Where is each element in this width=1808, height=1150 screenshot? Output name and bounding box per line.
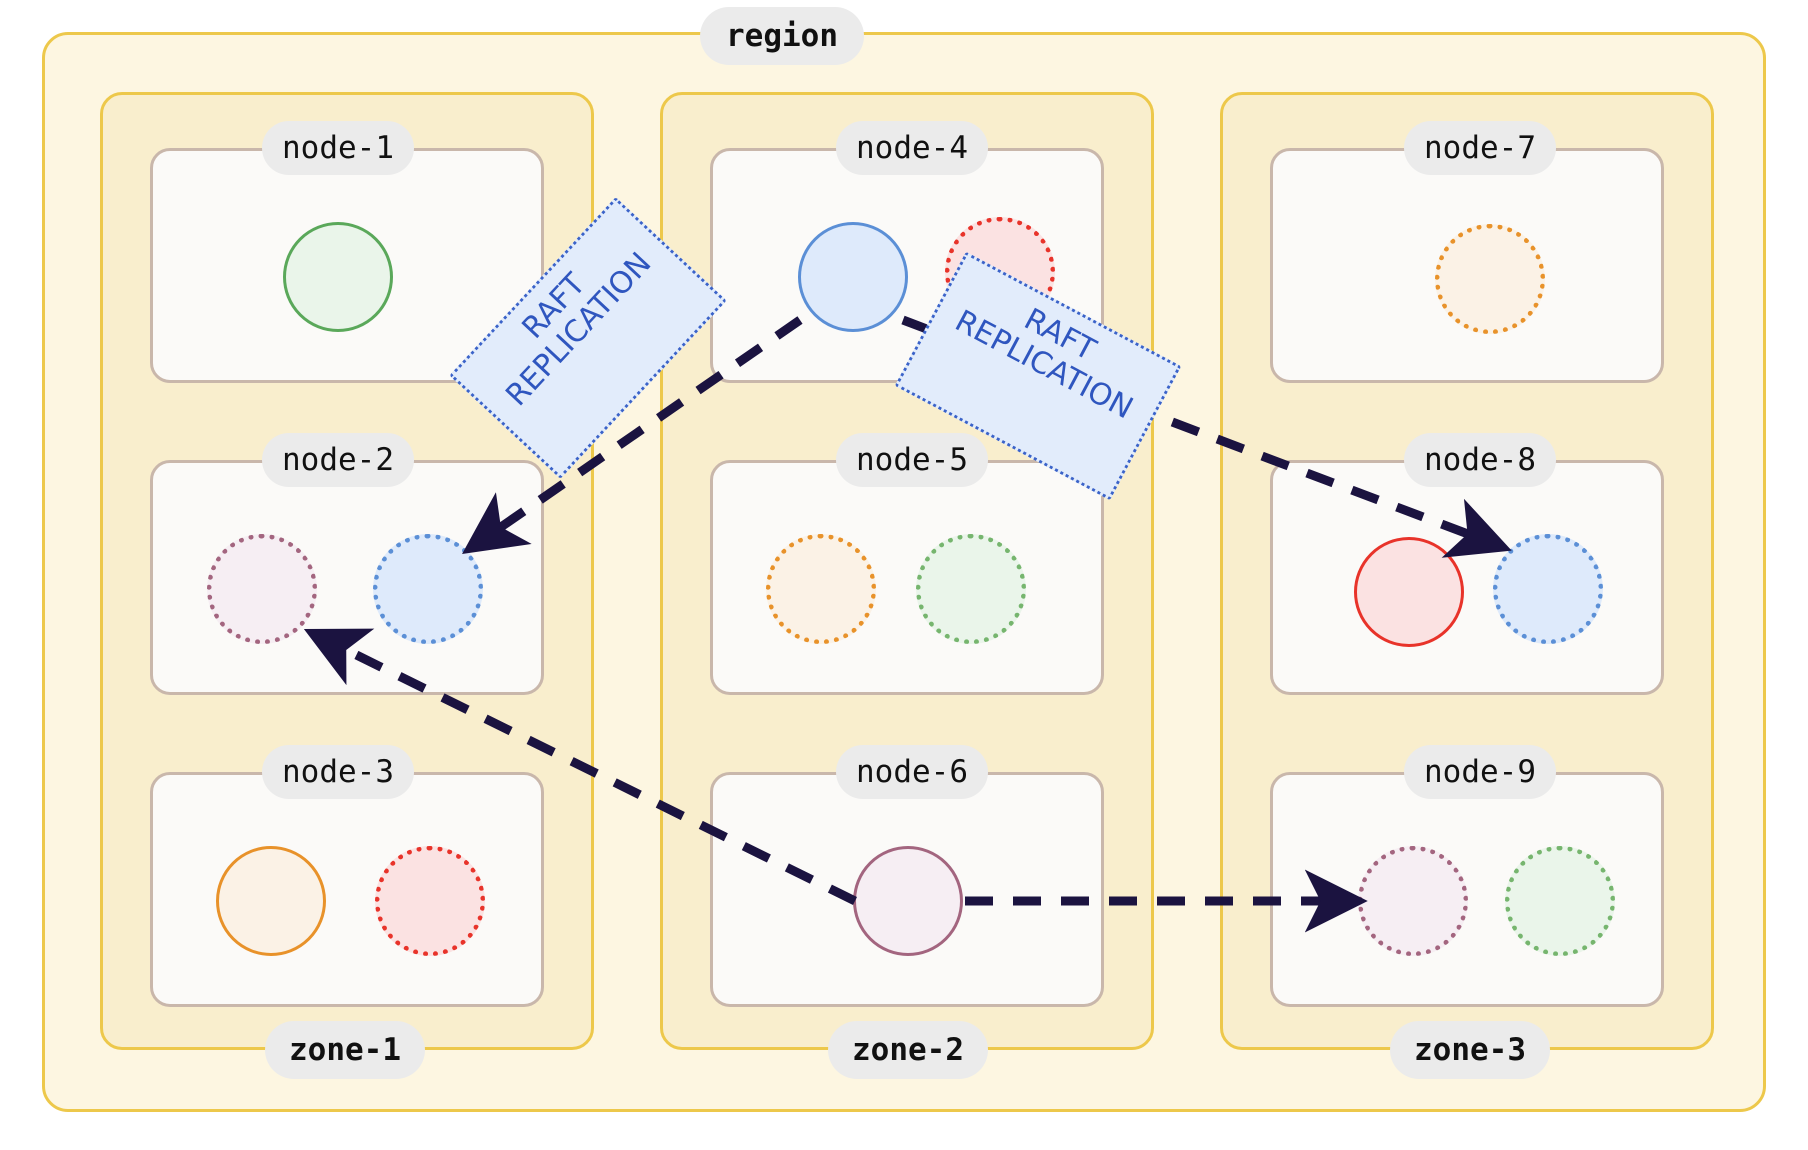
node-box-node-8 bbox=[1270, 460, 1664, 695]
node-label-node-4: node-4 bbox=[836, 121, 988, 175]
shard-node-8-red-leader bbox=[1354, 537, 1464, 647]
zone-label-zone-1: zone-1 bbox=[265, 1021, 425, 1079]
node-label-node-2: node-2 bbox=[262, 433, 414, 487]
shard-node-2-blue-follower bbox=[373, 534, 483, 644]
node-label-node-1: node-1 bbox=[262, 121, 414, 175]
node-label-node-6: node-6 bbox=[836, 745, 988, 799]
shard-node-2-purple-follower bbox=[207, 534, 317, 644]
shard-node-6-purple-leader bbox=[853, 846, 963, 956]
shard-node-3-red-follower bbox=[375, 846, 485, 956]
shard-node-9-green-follower bbox=[1505, 846, 1615, 956]
zone-label-zone-2: zone-2 bbox=[828, 1021, 988, 1079]
node-label-node-5: node-5 bbox=[836, 433, 988, 487]
shard-node-5-green-follower bbox=[916, 534, 1026, 644]
shard-node-5-orange-follower bbox=[766, 534, 876, 644]
region-label: region bbox=[700, 7, 864, 65]
shard-node-3-orange-leader bbox=[216, 846, 326, 956]
node-label-node-8: node-8 bbox=[1404, 433, 1556, 487]
shard-node-9-purple-follower bbox=[1358, 846, 1468, 956]
node-box-node-3 bbox=[150, 772, 544, 1007]
shard-node-8-blue-follower bbox=[1493, 534, 1603, 644]
zone-label-zone-3: zone-3 bbox=[1390, 1021, 1550, 1079]
shard-node-4-blue-leader bbox=[798, 222, 908, 332]
shard-node-7-orange-follower bbox=[1435, 224, 1545, 334]
node-label-node-3: node-3 bbox=[262, 745, 414, 799]
shard-node-1-green-leader bbox=[283, 222, 393, 332]
node-label-node-7: node-7 bbox=[1404, 121, 1556, 175]
node-label-node-9: node-9 bbox=[1404, 745, 1556, 799]
